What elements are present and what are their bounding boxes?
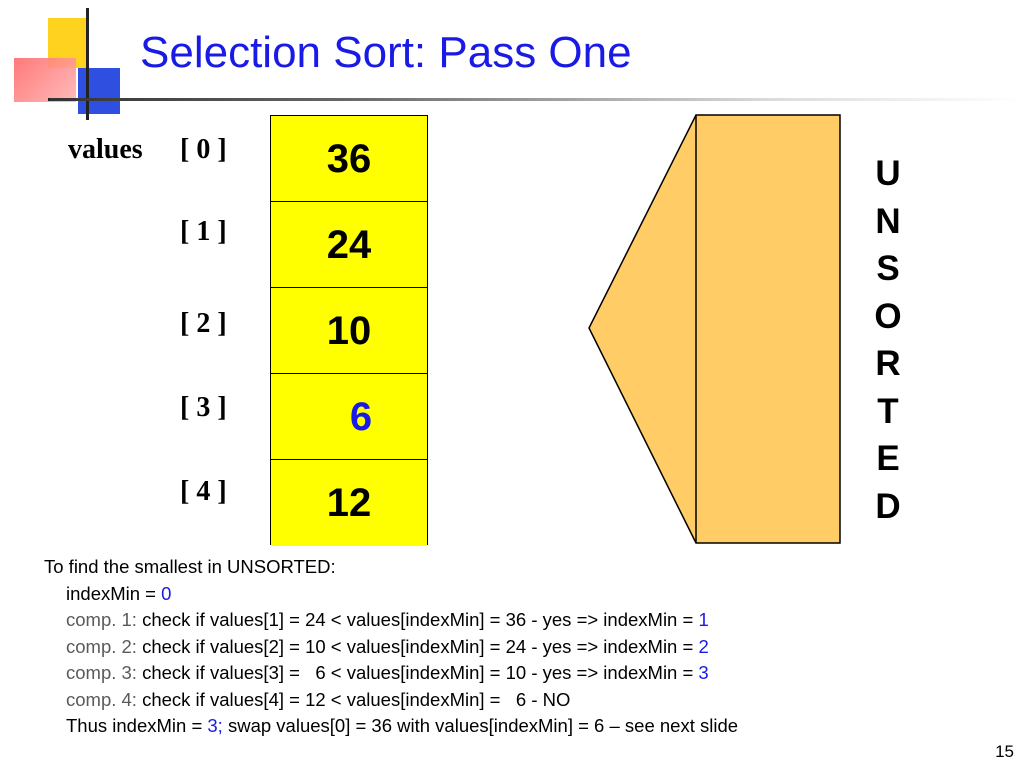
comparison-text: check if values[1] = 24 < values[indexMi…	[136, 609, 699, 630]
comparison-line-1: comp. 1: check if values[1] = 24 < value…	[44, 607, 738, 634]
slide-title: Selection Sort: Pass One	[140, 28, 632, 77]
init-value: 0	[161, 582, 172, 604]
index-label-4: [ 4 ]	[180, 476, 227, 507]
index-label-0: [ 0 ]	[180, 134, 227, 165]
comparison-text: check if values[3] = 6 < values[indexMin…	[136, 662, 699, 683]
init-text: indexMin =	[66, 582, 162, 604]
array-cell-value: 36	[326, 137, 372, 181]
array-cell-0: 36	[271, 116, 427, 202]
array-cell-value-highlighted: 6	[349, 395, 373, 439]
index-label-2: [ 2 ]	[180, 308, 227, 339]
unsorted-letter: D	[875, 486, 901, 526]
comparison-result: 2	[698, 635, 709, 657]
unsorted-letter: R	[875, 344, 901, 383]
comparison-result: 1	[698, 609, 709, 630]
conclusion-suffix: swap values[0] = 36 with values[indexMin…	[222, 715, 739, 736]
page-number: 15	[995, 742, 1014, 761]
array-cell-1: 24	[271, 202, 427, 288]
explanation-text: To find the smallest in UNSORTED: indexM…	[44, 554, 738, 740]
comparison-line-4: comp. 4: check if values[4] = 12 < value…	[44, 687, 738, 714]
explanation-intro: To find the smallest in UNSORTED:	[44, 556, 336, 577]
explanation-init: indexMin = 0	[44, 581, 738, 608]
unsorted-bracket-shape	[588, 114, 841, 544]
array-cell-3: 6	[271, 374, 427, 460]
unsorted-letter: U	[875, 154, 901, 193]
index-label-1: [ 1 ]	[180, 216, 227, 247]
array-cell-value: 12	[326, 481, 372, 525]
unsorted-letter: E	[876, 439, 900, 478]
unsorted-letter: O	[874, 296, 902, 336]
comparison-result: 3	[698, 662, 709, 683]
array-cell-value: 24	[326, 223, 372, 267]
comparison-label: comp. 2:	[66, 635, 137, 657]
index-label-3: [ 3 ]	[180, 392, 227, 423]
array-diagram: 36 24 10 6 12	[270, 115, 428, 546]
array-cell-2: 10	[271, 288, 427, 374]
array-name-label: values	[68, 134, 143, 165]
array-cell-value: 10	[326, 309, 372, 353]
comparison-text: check if values[4] = 12 < values[indexMi…	[136, 688, 571, 710]
title-divider	[50, 98, 1024, 101]
unsorted-letter: T	[877, 391, 899, 431]
unsorted-letter: S	[876, 249, 900, 288]
unsorted-letter: N	[875, 201, 901, 241]
conclusion-value: 3;	[207, 715, 223, 736]
comparison-label: comp. 4:	[66, 688, 137, 710]
comparison-label: comp. 1:	[66, 609, 137, 630]
array-cell-4: 12	[271, 460, 427, 546]
comparison-line-3: comp. 3: check if values[3] = 6 < values…	[44, 660, 738, 687]
explanation-conclusion: Thus indexMin = 3; swap values[0] = 36 w…	[44, 713, 738, 740]
conclusion-prefix: Thus indexMin =	[66, 715, 208, 736]
comparison-line-2: comp. 2: check if values[2] = 10 < value…	[44, 634, 738, 661]
comparison-label: comp. 3:	[66, 662, 137, 683]
comparison-text: check if values[2] = 10 < values[indexMi…	[136, 635, 699, 657]
slide-logo	[0, 0, 140, 130]
